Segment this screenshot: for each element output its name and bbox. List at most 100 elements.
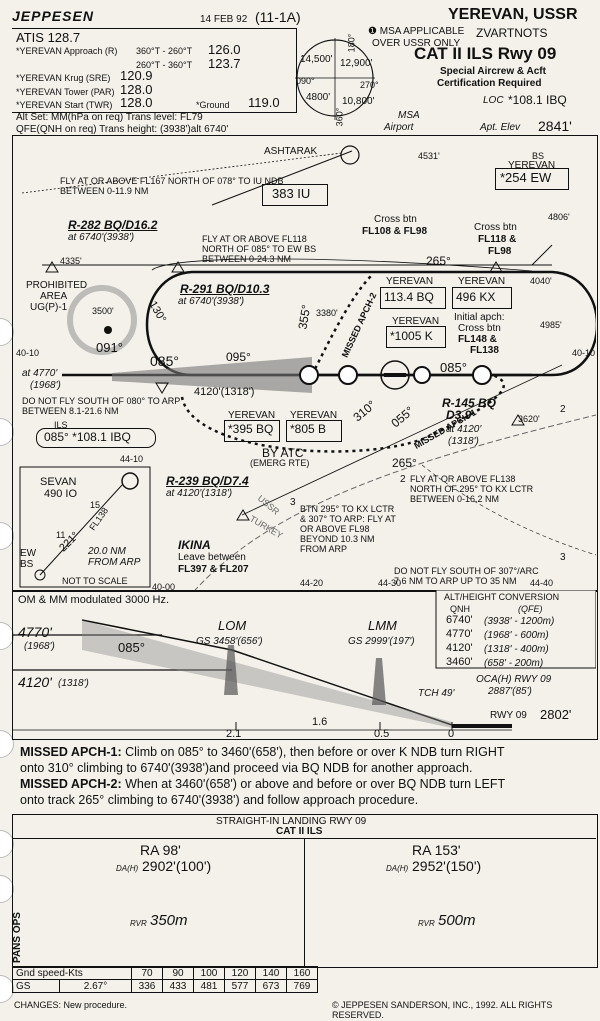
- gs-rate-cell: 433: [162, 979, 194, 993]
- at-4770: at 4770': [22, 368, 58, 379]
- missed-apch-1-text: MISSED APCH-1: Climb on 085° to 3460'(65…: [20, 744, 592, 776]
- cross-btn-1: Cross btn: [374, 214, 417, 225]
- at-4770-b: (1968'): [30, 380, 61, 391]
- loc-feather: [112, 357, 312, 393]
- rvr-1: 350m: [150, 912, 188, 929]
- lon-44-20: 44-20: [300, 578, 324, 588]
- rvr-2: 500m: [438, 912, 476, 929]
- lat-40-10: 40-10: [16, 348, 40, 358]
- airport-name: ZVARTNOTS: [476, 26, 548, 40]
- prohibited-area-circle: [67, 285, 137, 355]
- fl167-route: [21, 152, 343, 194]
- waypoint-triangle: [155, 382, 169, 394]
- lom-marker-beam: [224, 645, 238, 695]
- course-085: 085°: [150, 353, 179, 369]
- missed-1-text-a: Climb on 085° to 3460'(658'), then befor…: [125, 745, 505, 759]
- elev-3380: 3380': [316, 308, 338, 318]
- profile-graphics: [12, 590, 596, 731]
- ussr-turkey-border: [194, 414, 596, 590]
- start-label: *YEREVAN Start (TWR): [16, 100, 113, 110]
- ew-bs-label: EW: [20, 548, 37, 559]
- do-not-fly-note-b: BETWEEN 8.1-21.6 NM: [22, 406, 119, 416]
- btn-295-note-d: BEYOND 10.3 NM: [300, 534, 375, 544]
- krug-label: *YEREVAN Krug (SRE): [16, 73, 111, 83]
- minimums-subtitle: CAT II ILS: [276, 826, 323, 837]
- conversion-box: [435, 590, 596, 669]
- k-ndb-box: [386, 326, 446, 348]
- emergency-route: [241, 364, 563, 516]
- initial-fl148: FL148 &: [458, 334, 497, 345]
- not-to-scale: NOT TO SCALE: [62, 576, 128, 586]
- gs-speed-cell: 160: [286, 966, 318, 980]
- spot-elev-3500: [104, 326, 112, 334]
- profile-alt-4120-b: (1318'): [58, 678, 89, 689]
- msa-alt-se: 10,800': [342, 96, 375, 107]
- emerg-rte: (EMERG RTE): [250, 458, 310, 468]
- k-ndb-freq: *1005 K: [390, 329, 433, 343]
- gs-angle: 2.67°: [59, 979, 132, 993]
- profile-frame: [12, 590, 598, 740]
- gs-rate-row: GS 2.67° 336 433 481 577 673 769: [12, 979, 318, 993]
- course-265: 265°: [426, 254, 451, 268]
- ashtarak-route: [211, 150, 353, 206]
- ikina-triangle: [236, 509, 250, 521]
- initial-fl138: FL138: [470, 345, 499, 356]
- bq-vor-freq: 113.4 BQ: [384, 290, 434, 304]
- fly-fl118-note-b: NORTH OF 085° TO EW BS: [202, 244, 317, 254]
- alt-set: Alt Set: MM(hPa on req) Trans level: FL7…: [16, 112, 203, 123]
- da-2: 2952'(150'): [412, 858, 482, 874]
- approach-freq-2: 123.7: [208, 56, 241, 71]
- msa-note-text: MSA APPLICABLE: [379, 26, 465, 37]
- conv-row-qnh: 3460': [446, 656, 473, 668]
- rvr-1-label: RVR: [130, 919, 147, 928]
- oca-label: OCA(H) RWY 09: [476, 674, 552, 685]
- bs-freq: *254 EW: [500, 170, 552, 185]
- missed-apch-1-path: [180, 373, 505, 453]
- lom-gs: GS 3458'(656'): [196, 636, 263, 647]
- ew-bs-label-b: BS: [20, 559, 34, 570]
- at-4120-b: (1318'): [448, 436, 479, 447]
- fly-fl138-note-c: BETWEEN 0-16.2 NM: [410, 494, 500, 504]
- atis-row: ATIS 128.7: [16, 30, 80, 45]
- cross-btn-2-b: FL118 &: [478, 234, 517, 245]
- ashtarak-freq: 383 IU: [272, 186, 311, 201]
- pans-ops-label: PANS OPS: [11, 912, 23, 963]
- ground-label: *Ground: [196, 100, 230, 110]
- lom-box: [224, 420, 280, 442]
- msa-airport-label: Airport: [384, 122, 414, 133]
- conv-row-qnh: 4120': [446, 642, 473, 654]
- changes-note: CHANGES: New procedure.: [14, 1000, 128, 1010]
- ashtarak-name: ASHTARAK: [264, 146, 318, 157]
- sevan-dist: 20.0 NM: [88, 546, 126, 557]
- fly-fl118-note: FLY AT OR ABOVE FL118: [202, 234, 307, 244]
- ra-2: RA 153': [412, 842, 461, 858]
- ground-speed-table: Gnd speed-Kts 70 90 100 120 140 160 GS 2…: [12, 966, 318, 993]
- msa-label: MSA: [398, 110, 420, 121]
- btn-295-note-e: FROM ARP: [300, 544, 348, 554]
- profile-course-085: 085°: [118, 640, 145, 655]
- gs-speed-cell: 140: [255, 966, 287, 980]
- copyright: © JEPPESEN SANDERSON, INC., 1992. ALL RI…: [332, 1000, 553, 1020]
- minimums-title: STRAIGHT-IN LANDING RWY 09: [216, 816, 367, 827]
- lat-40-10-right: 40-10: [572, 348, 596, 358]
- oca-value: 2887'(85'): [488, 686, 532, 697]
- msa-sector-e: 270°: [360, 80, 379, 90]
- lmm-gs: GS 2999'(197'): [348, 636, 415, 647]
- arc-route: [151, 258, 533, 272]
- conv-qfe: (QFE): [518, 604, 543, 614]
- rvr-2-label: RVR: [418, 919, 435, 928]
- cross-btn-1-b: FL108 & FL98: [362, 226, 428, 237]
- da-2-label: DA(H): [386, 864, 409, 873]
- radial-239: R-239 BQ/D7.4: [166, 474, 249, 488]
- rwy-label: RWY 09: [490, 710, 527, 721]
- note-1-icon: ❶: [368, 26, 377, 37]
- gs-row-label: GS: [12, 979, 60, 993]
- lmm-marker-beam: [372, 658, 386, 705]
- fly-fl118-note-c: BETWEEN 0-24.3 NM: [202, 254, 292, 264]
- note-2-marker: 2: [560, 404, 566, 415]
- cross-btn-2: Cross btn: [474, 222, 517, 233]
- sevan-ndb-symbol: [121, 472, 139, 490]
- waypoint-triangle: [45, 261, 59, 273]
- msa-alt-ne: 12,900': [340, 58, 373, 69]
- fly-fl138-note-b: NORTH OF 295° TO KX LCTR: [410, 484, 534, 494]
